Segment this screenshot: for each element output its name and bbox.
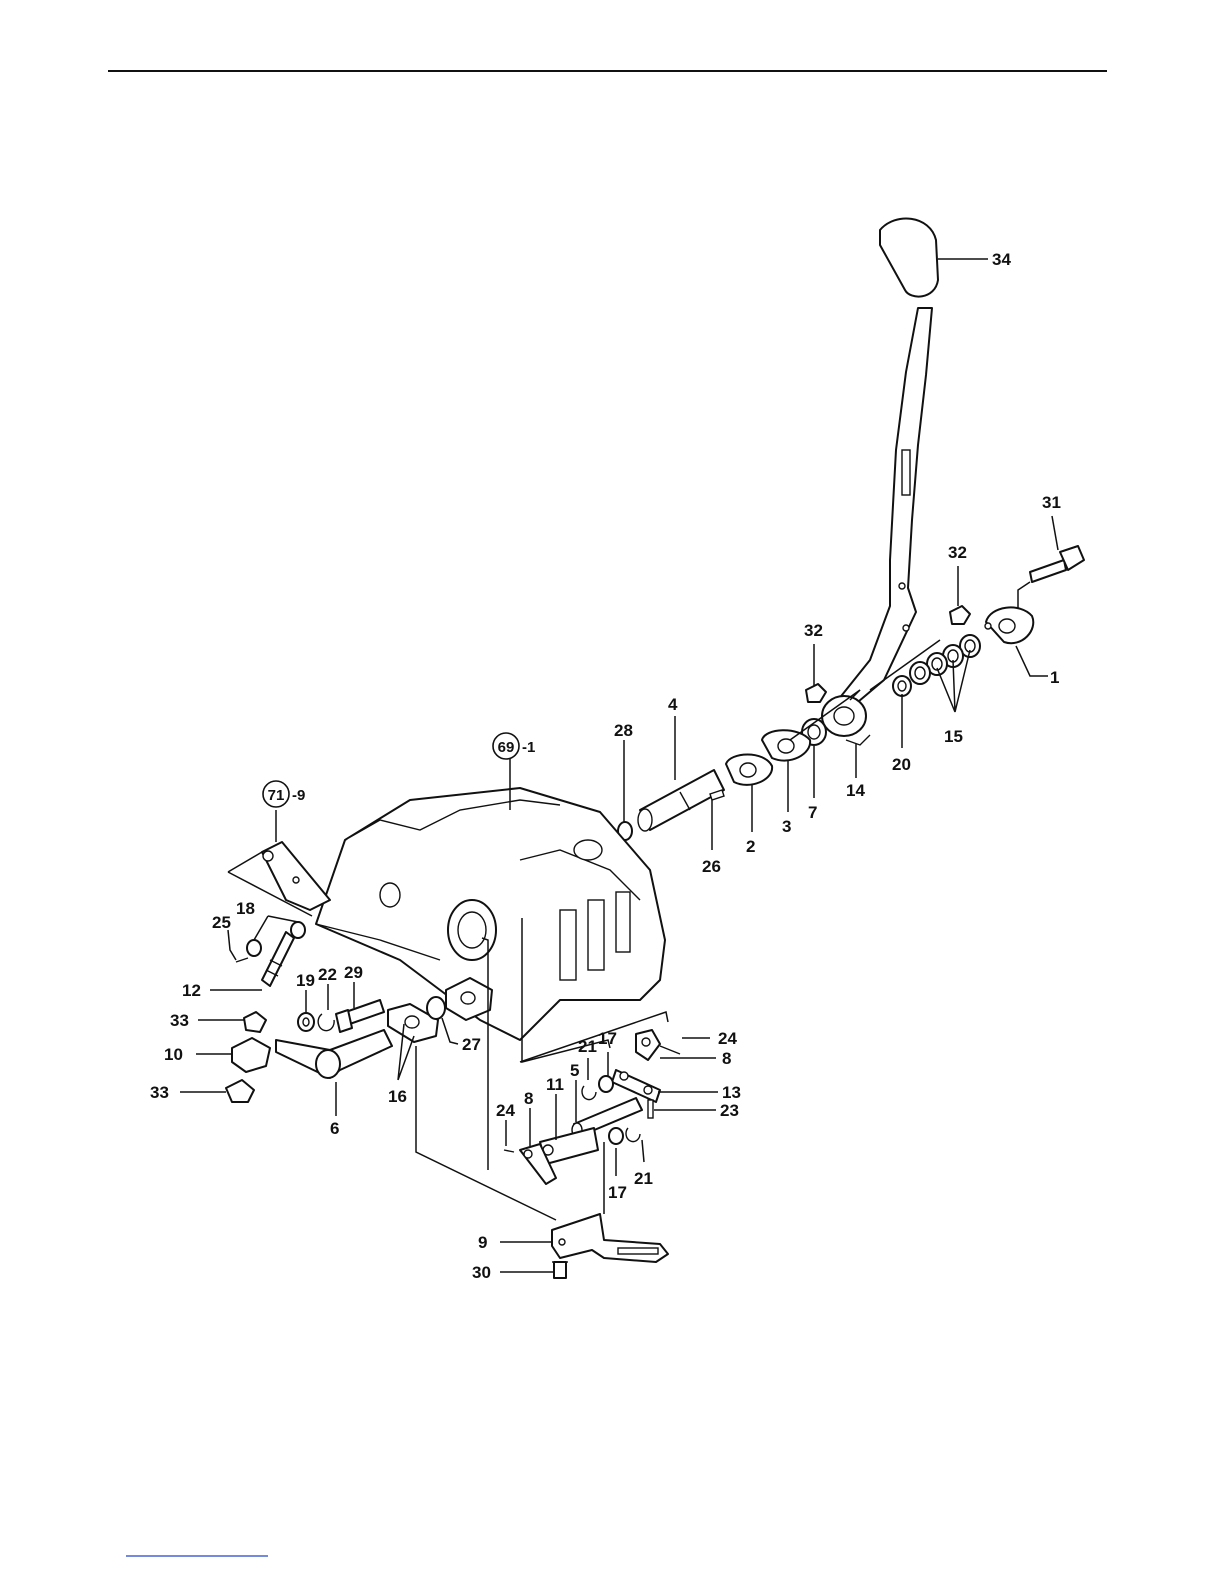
clip-21-lower <box>626 1128 640 1142</box>
svg-text:71: 71 <box>268 787 285 804</box>
bolt-31 <box>1030 546 1084 582</box>
nut-33-lower <box>226 1080 254 1102</box>
reference-69: 69 -1 <box>493 733 535 759</box>
label-19: 19 <box>296 971 315 990</box>
label-4: 4 <box>668 695 678 714</box>
label-23: 23 <box>720 1101 739 1120</box>
label-25: 25 <box>212 913 231 932</box>
bolt-29 <box>336 1000 384 1032</box>
label-29: 29 <box>344 963 363 982</box>
gasket-2 <box>726 755 772 785</box>
label-8-right: 8 <box>722 1049 731 1068</box>
shaft-6 <box>276 1030 392 1078</box>
nut-32-upper <box>950 606 970 624</box>
label-3: 3 <box>782 817 791 836</box>
label-11: 11 <box>546 1075 564 1094</box>
bracket-71 <box>262 842 330 910</box>
part-labels: 34 31 32 32 1 4 28 15 20 14 7 3 2 26 18 … <box>150 250 1061 1282</box>
label-32-lower: 32 <box>804 621 823 640</box>
label-7: 7 <box>808 803 817 822</box>
pin-23 <box>648 1100 653 1118</box>
label-31: 31 <box>1042 493 1061 512</box>
svg-text:-1: -1 <box>522 739 535 756</box>
label-1: 1 <box>1050 668 1059 687</box>
reference-71: 71 -9 <box>263 781 305 807</box>
label-8-left: 8 <box>524 1089 533 1108</box>
label-28: 28 <box>614 721 633 740</box>
label-18: 18 <box>236 899 255 918</box>
washer-17-upper <box>599 1076 613 1092</box>
label-33-lower: 33 <box>150 1083 169 1102</box>
lever-knob <box>880 219 938 297</box>
label-6: 6 <box>330 1119 339 1138</box>
o-ring-27 <box>427 997 445 1019</box>
clip-22 <box>318 1014 334 1031</box>
pin-24-right <box>660 1046 680 1054</box>
svg-text:69: 69 <box>498 739 515 756</box>
gasket-3 <box>762 730 810 760</box>
label-21-upper: 21 <box>578 1037 597 1056</box>
pin-24-left <box>504 1150 514 1152</box>
svg-text:-9: -9 <box>292 787 305 804</box>
label-32-upper: 32 <box>948 543 967 562</box>
label-30: 30 <box>472 1263 491 1282</box>
shaft-4 <box>638 770 724 831</box>
washer-set-15 <box>910 635 980 684</box>
label-26: 26 <box>702 857 721 876</box>
nut-32-lower <box>806 684 826 702</box>
label-24-right: 24 <box>718 1029 737 1048</box>
nut-33-upper <box>244 1012 266 1032</box>
label-17-upper: 17 <box>598 1029 617 1048</box>
washer-20 <box>893 676 911 696</box>
flange-plate-1 <box>985 607 1033 643</box>
label-16: 16 <box>388 1087 407 1106</box>
label-15: 15 <box>944 727 963 746</box>
label-22: 22 <box>318 965 337 984</box>
label-21-lower: 21 <box>634 1169 653 1188</box>
label-14: 14 <box>846 781 865 800</box>
label-5: 5 <box>570 1061 579 1080</box>
label-27: 27 <box>462 1035 481 1054</box>
pedal-9 <box>552 1214 668 1262</box>
block-10 <box>232 1038 270 1072</box>
label-10: 10 <box>164 1045 183 1064</box>
arm-8-right <box>636 1030 660 1060</box>
label-12: 12 <box>182 981 201 1000</box>
clip-21-upper <box>582 1086 596 1100</box>
label-9: 9 <box>478 1233 487 1252</box>
bolt-30 <box>552 1262 568 1278</box>
label-24-left: 24 <box>496 1101 515 1120</box>
label-33-upper: 33 <box>170 1011 189 1030</box>
label-2: 2 <box>746 837 755 856</box>
label-34: 34 <box>992 250 1011 269</box>
pin-25 <box>236 958 248 962</box>
label-13: 13 <box>722 1083 741 1102</box>
rod-12 <box>262 932 294 986</box>
washer-19 <box>298 1013 314 1031</box>
label-20: 20 <box>892 755 911 774</box>
label-17-lower: 17 <box>608 1183 627 1202</box>
washer-17-lower <box>609 1128 623 1144</box>
lever-11 <box>540 1128 598 1164</box>
